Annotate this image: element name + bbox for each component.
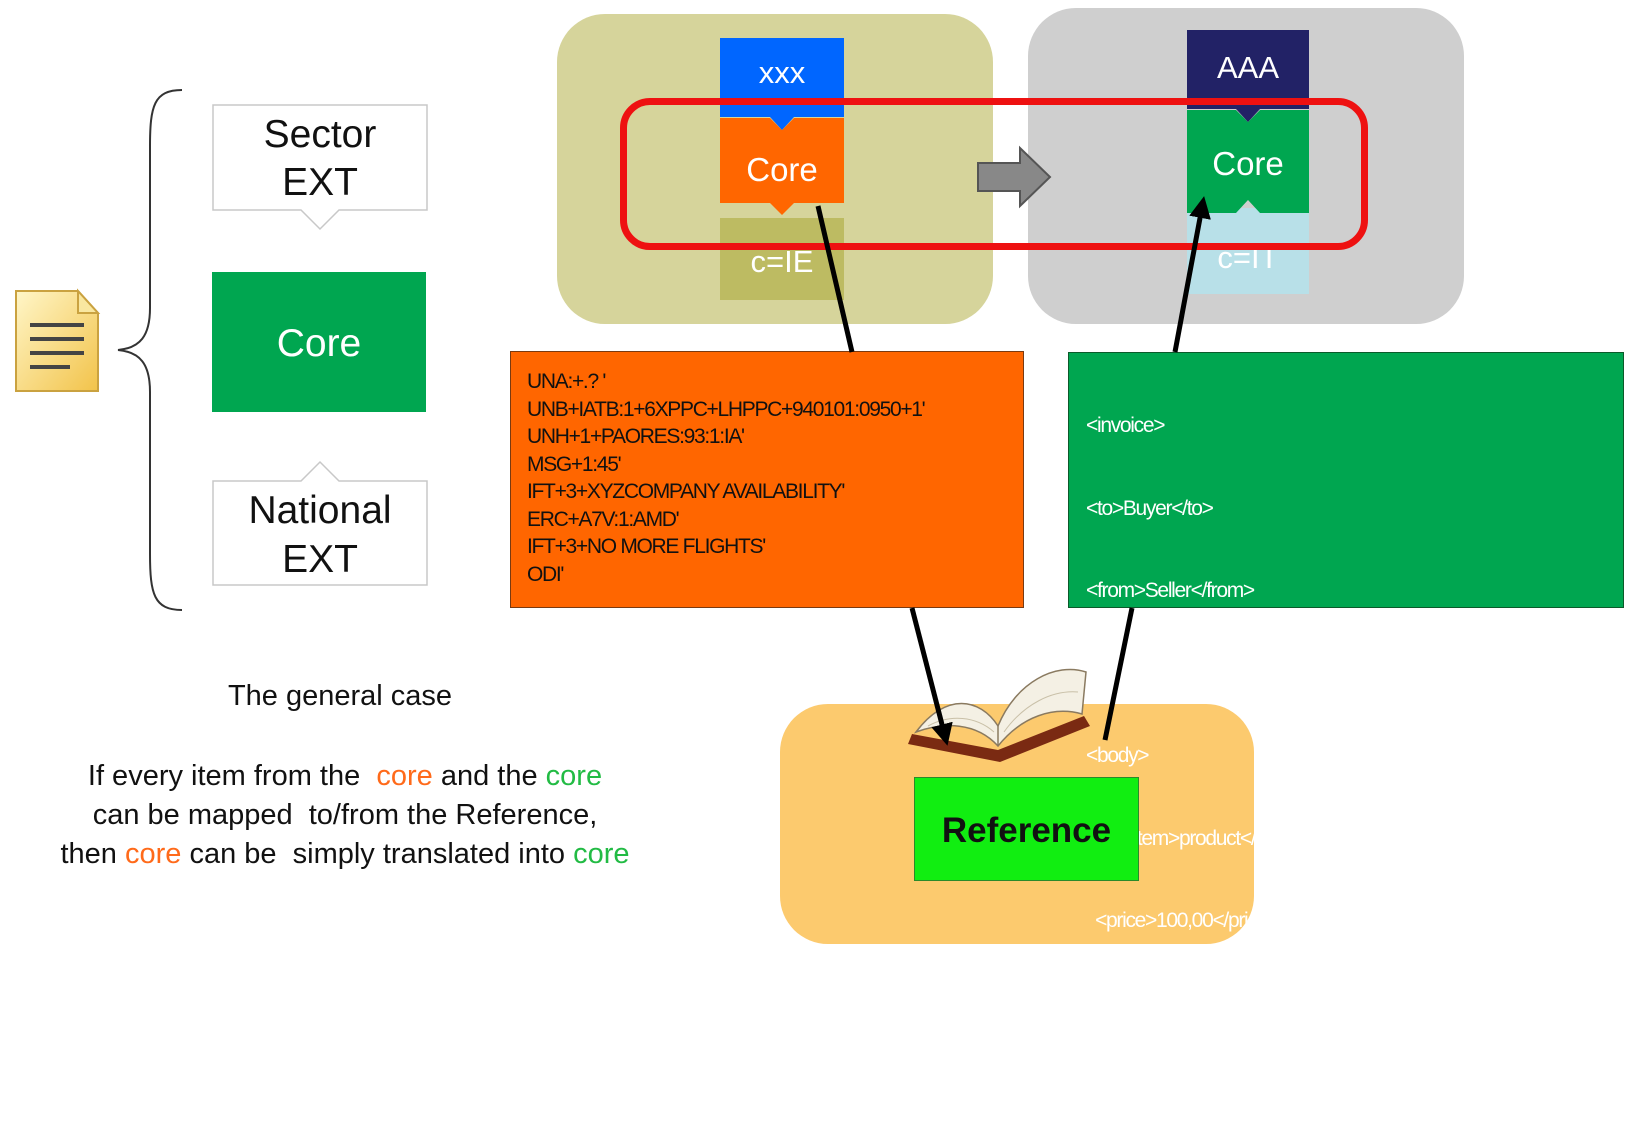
edifact-line: ERC+A7V:1:AMD' [527, 507, 680, 531]
edifact-line: IFT+3+NO MORE FLIGHTS' [527, 535, 766, 558]
open-book-icon [906, 652, 1096, 764]
source-header-label: xxx [758, 55, 806, 90]
sector-ext-line1: Sector [263, 113, 377, 156]
xml-line: <lineitem>product</lineitem> [1086, 826, 1330, 850]
caption-line1: If every item from the core and the core [0, 760, 690, 793]
xml-line: <from>Seller</from> [1086, 579, 1255, 602]
national-ext-box [212, 459, 428, 587]
core-highlight-frame [620, 98, 1368, 250]
edifact-line: UNH+1+PAORES:93:1:IA' [527, 425, 745, 448]
core-word: core [124, 838, 182, 870]
core-box [212, 272, 426, 412]
edifact-line: ODI' [527, 562, 564, 586]
sector-ext-line2: EXT [282, 161, 358, 204]
national-ext-line2: EXT [282, 538, 358, 581]
caption-line3-middle: can be simply translated into [181, 838, 574, 870]
target-footer-box [1187, 208, 1309, 294]
caption-line2: can be mapped to/from the Reference, [92, 799, 598, 831]
translate-arrow-icon [976, 145, 1056, 209]
reference-label: Reference [941, 811, 1112, 850]
target-header-label: AAA [1216, 50, 1280, 85]
caption-title: The general case [227, 680, 453, 712]
edifact-message-box [510, 351, 1024, 608]
xml-line: </body> [1086, 991, 1154, 1015]
caption-line3-prefix: then [60, 838, 125, 870]
xml-line: </invoice> [1086, 1074, 1170, 1097]
caption-line1-middle: and the [432, 760, 546, 792]
edifact-message-text: UNA:+.? ' UNB+IATB:1+6XPPC+LHPPC+940101:… [527, 368, 1019, 588]
edifact-line: MSG+1:45' [527, 452, 622, 476]
edifact-line: UNB+IATB:1+6XPPC+LHPPC+940101:0950+1' [527, 397, 926, 421]
caption-line1-prefix: If every item from the [87, 760, 377, 792]
source-core-label: Core [746, 151, 818, 188]
source-stack-shapes [720, 38, 844, 228]
edifact-line: IFT+3+XYZCOMPANY AVAILABILITY' [527, 480, 845, 503]
curly-brace-icon [112, 88, 187, 612]
core-word: core [376, 760, 433, 792]
xml-line: <price>100,00</price> [1086, 909, 1279, 932]
xml-invoice-box [1068, 352, 1624, 608]
reference-box [914, 777, 1139, 881]
document-icon [12, 287, 102, 397]
national-ext-line1: National [248, 489, 392, 532]
edifact-line: UNA:+.? ' [527, 370, 606, 393]
core-word: core [545, 760, 603, 792]
core-box-label: Core [276, 322, 362, 365]
xml-invoice-text: <invoice> <to>Buyer</to> <from>Seller</f… [1086, 357, 1616, 1127]
target-core-label: Core [1212, 145, 1284, 182]
xml-line: <to>Buyer</to> [1086, 496, 1214, 520]
xml-line: <invoice> [1086, 414, 1166, 437]
xml-line: <body> [1086, 744, 1150, 767]
sector-ext-box [212, 104, 428, 232]
caption-line3: then core can be simply translated into … [0, 838, 690, 871]
core-word: core [573, 838, 630, 870]
xml-line: <heading>Invoice 12345</heading> [1086, 661, 1381, 685]
